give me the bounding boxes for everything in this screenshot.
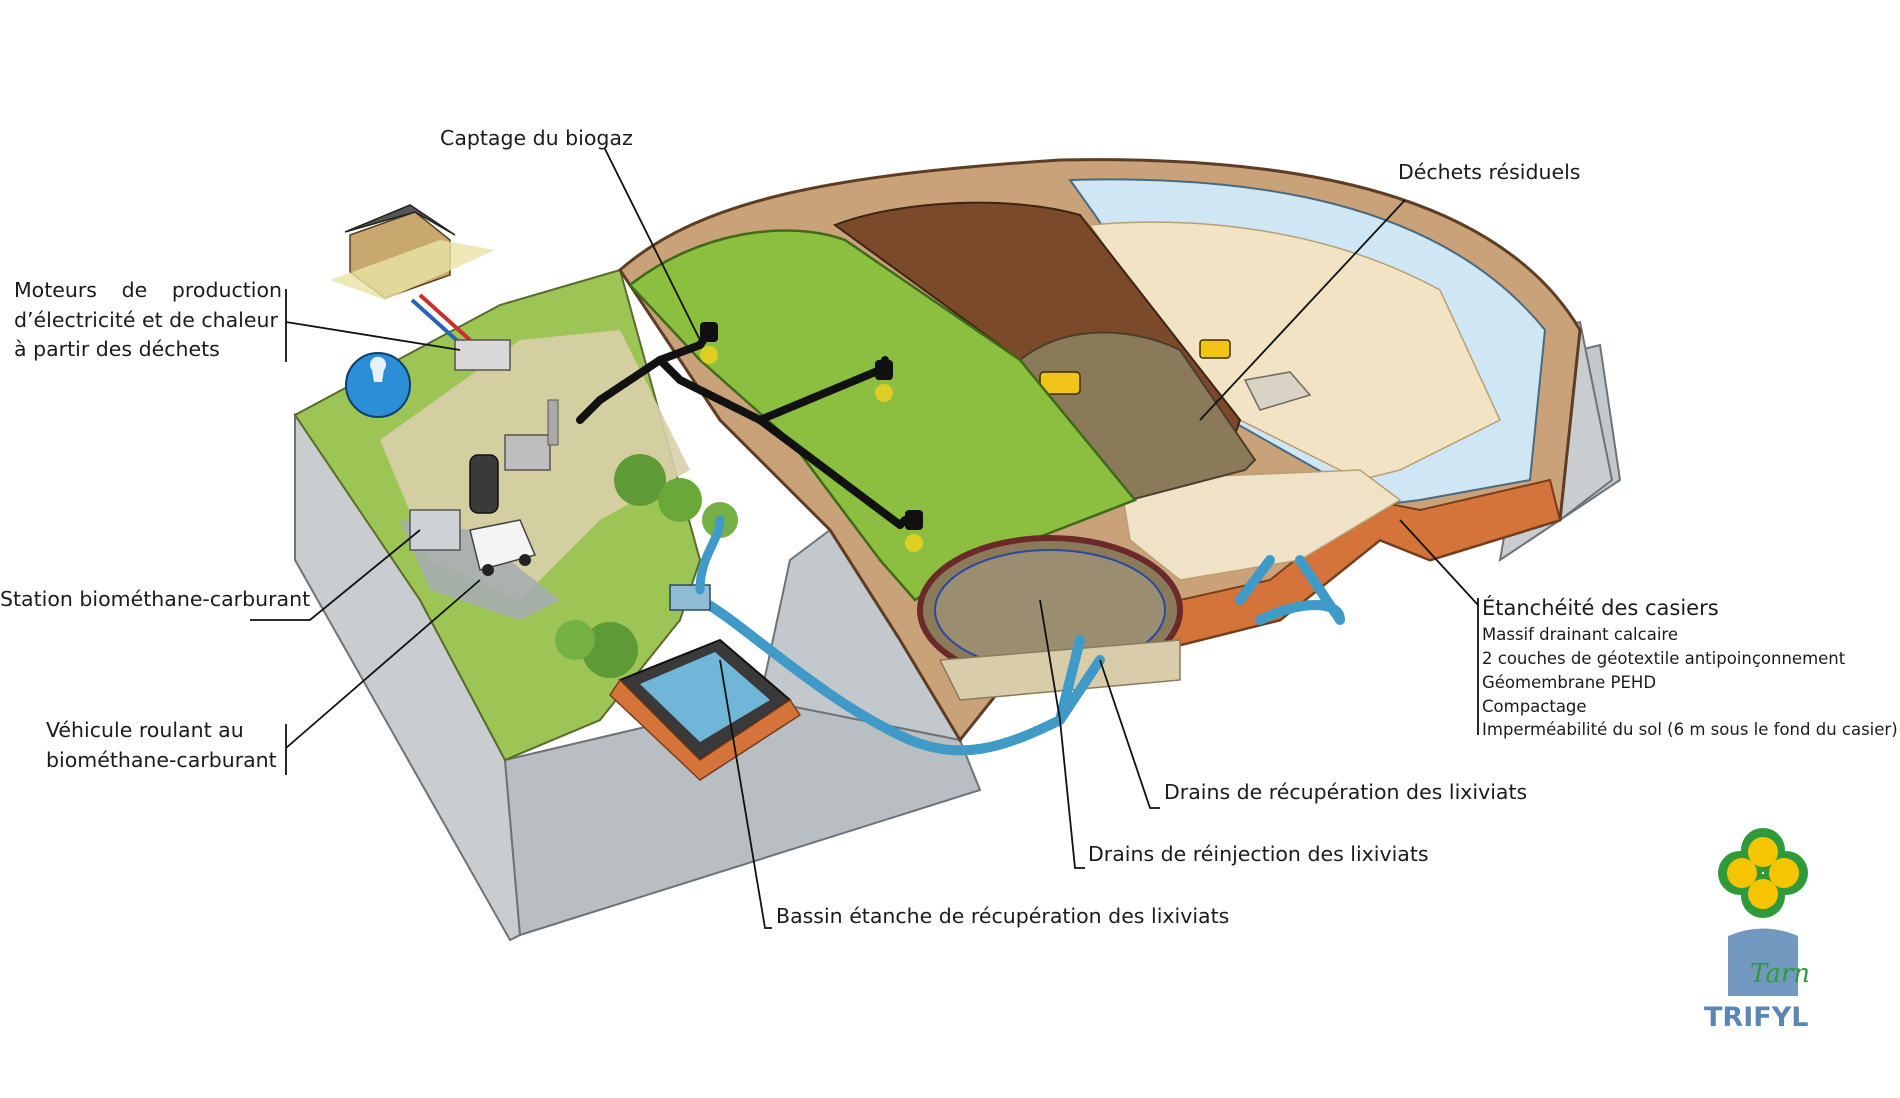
label-moteurs-line-1: Moteurs de production [14,278,282,302]
heat-pipes-return [410,298,464,347]
fuel-station [409,509,461,551]
etancheite-item: Compactage [1482,696,1587,716]
bulldozer [1199,339,1231,359]
leader-moteurs [285,321,461,351]
etancheite-item: Imperméabilité du sol (6 m sous le fond … [1482,720,1898,740]
drain-gravel-layer [938,639,1181,701]
label-captage-biogaz: Captage du biogaz [440,126,633,150]
leader-drains-reinj [1039,599,1085,869]
label-bassin: Bassin étanche de récupération des lixiv… [776,904,1230,928]
label-drains-recuperation: Drains de récupération des lixiviats [1164,780,1528,804]
leader-bassin [719,659,772,929]
energy-plant [330,204,559,576]
basin-clay [609,678,802,781]
bulb-glyph [369,356,386,382]
logo-script: Tarn [1750,959,1810,989]
label-vehicule-line-1: Véhicule roulant au [46,718,244,742]
label-drains-reinjection: Drains de réinjection des lixiviats [1088,842,1429,866]
leader-captage [604,148,701,341]
tree [614,454,666,506]
etancheite-item: Géomembrane PEHD [1482,672,1657,692]
label-moteurs-line-2: d’électricité et de chaleur [14,307,278,332]
house-lawn [330,240,495,300]
logo-brand: TRIFYL [1704,1002,1808,1033]
biogas-tank [469,454,499,514]
house-roof [344,204,456,236]
leader-station [250,529,421,621]
engine-building [454,339,511,371]
logo-stem-icon [1728,928,1798,996]
label-moteurs: Moteurs de production d’électricité et d… [14,276,282,365]
tree [658,478,702,522]
biogas-wells [700,322,923,552]
leader-dechets [1199,199,1406,421]
leader-vehicule [285,579,481,749]
label-station-biomethane: Station biométhane-carburant [0,587,311,611]
bulb-icon [345,352,411,418]
label-vehicule-line-2: biométhane-carburant [46,747,277,772]
leader-etancheite [1399,519,1479,606]
clover-icon [1718,828,1808,918]
label-etancheite-title: Étanchéité des casiers [1482,596,1719,620]
truck [1243,371,1312,411]
etancheite-item: Massif drainant calcaire [1482,625,1678,645]
label-vehicule: Véhicule roulant au biométhane-carburant [46,716,277,775]
etancheite-item: 2 couches de géotextile antipoinçonnemen… [1482,649,1846,669]
trifyl-logo: Tarn TRIFYL [1704,828,1810,1033]
van [469,519,537,571]
leader-lines [250,148,1479,929]
label-moteurs-line-3: à partir des déchets [14,337,220,362]
label-etancheite: Étanchéité des casiers Massif drainant c… [1482,593,1898,742]
treatment-unit [504,434,551,471]
leader-drains-recup [1099,659,1160,809]
leachate-pipes [695,555,1345,756]
basin-feed-pipe [695,515,725,595]
leachate-basin-water [640,652,770,742]
empty-cell-sand [1088,221,1501,481]
chimney [547,399,559,446]
heat-pipes [418,293,472,342]
tree [555,620,595,660]
label-dechets-residuels: Déchets résiduels [1398,160,1581,184]
tree [582,622,638,678]
